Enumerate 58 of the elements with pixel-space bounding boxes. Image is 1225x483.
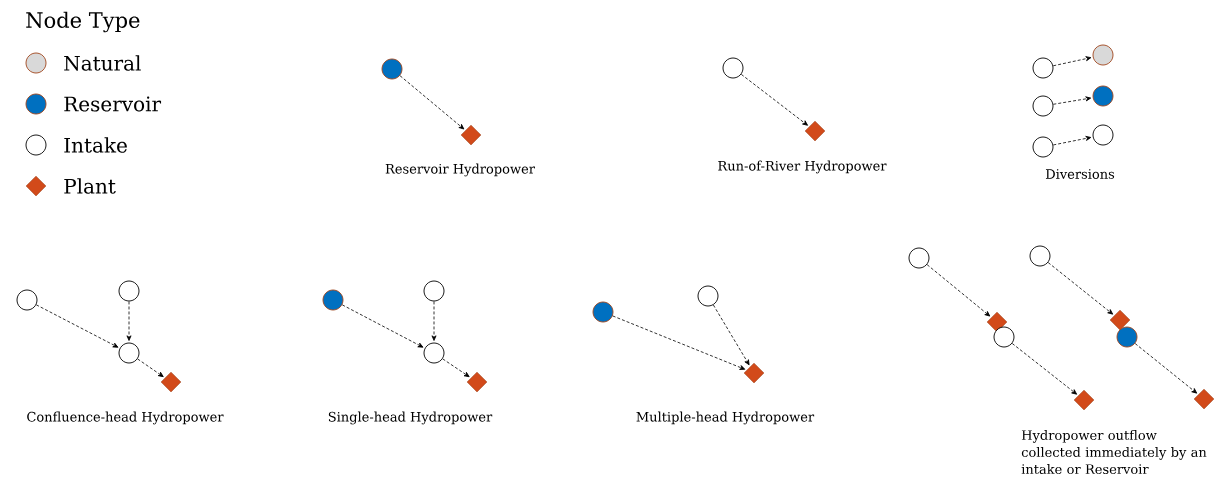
arrow: [612, 315, 746, 370]
plant-diamond: [743, 362, 765, 384]
legend-label: Intake: [64, 137, 127, 153]
caption: Reservoir Hydropower: [385, 163, 535, 177]
node-circle: [697, 285, 719, 307]
node-circle: [993, 326, 1015, 348]
arrow: [1052, 96, 1092, 105]
plant-diamond: [1073, 389, 1095, 411]
caption: Run-of-River Hydropower: [718, 160, 887, 174]
caption: Diversions: [1045, 169, 1115, 179]
node-circle: [1032, 95, 1054, 117]
arrow: [137, 358, 164, 378]
node-circle: [1032, 136, 1054, 158]
arrow: [1134, 343, 1198, 394]
arrow: [442, 358, 470, 378]
plant-diamond: [986, 311, 1008, 333]
plant-diamond: [466, 371, 488, 393]
arrow: [712, 304, 750, 366]
arrow: [1052, 56, 1092, 67]
node-circle: [592, 301, 614, 323]
plant-diamond: [460, 124, 482, 146]
legend-title: Node Type: [26, 11, 140, 33]
legend-label: Natural: [64, 55, 141, 71]
arrow: [341, 304, 424, 348]
plant-diamond: [804, 120, 826, 142]
arrow: [926, 264, 991, 317]
node-circle: [1092, 124, 1114, 146]
caption: Multiple-head Hydropower: [636, 411, 815, 425]
node-circle: [423, 342, 445, 364]
node-circle: [118, 280, 140, 302]
arrow: [35, 304, 119, 348]
node-circle: [722, 57, 744, 79]
node-circle: [1092, 44, 1114, 66]
legend-label: Reservoir: [64, 96, 162, 112]
plant-diamond: [160, 371, 182, 393]
node-circle: [381, 58, 403, 80]
node-circle: [1092, 85, 1114, 107]
arrow: [399, 75, 465, 130]
node-circle: [118, 342, 140, 364]
arrow: [740, 73, 808, 126]
arrow: [431, 301, 437, 341]
node-circle: [423, 280, 445, 302]
plant-diamond: [1193, 388, 1215, 410]
caption: Hydropower outflow collected immediately by an intake or Reservoir: [1021, 429, 1207, 475]
caption: Single-head Hydropower: [328, 411, 493, 425]
plant-diamond: [1109, 309, 1131, 331]
node-circle: [1116, 326, 1138, 348]
node-circle: [322, 289, 344, 311]
arrow: [1047, 262, 1114, 315]
node-circle: [1029, 245, 1051, 267]
caption: Confluence-head Hydropower: [27, 411, 224, 425]
arrow: [126, 301, 132, 341]
arrow: [1052, 135, 1092, 146]
arrow: [1011, 343, 1078, 395]
node-circle: [1032, 57, 1054, 79]
legend-label: Plant: [64, 178, 116, 194]
node-circle: [16, 289, 38, 311]
node-circle: [908, 247, 930, 269]
